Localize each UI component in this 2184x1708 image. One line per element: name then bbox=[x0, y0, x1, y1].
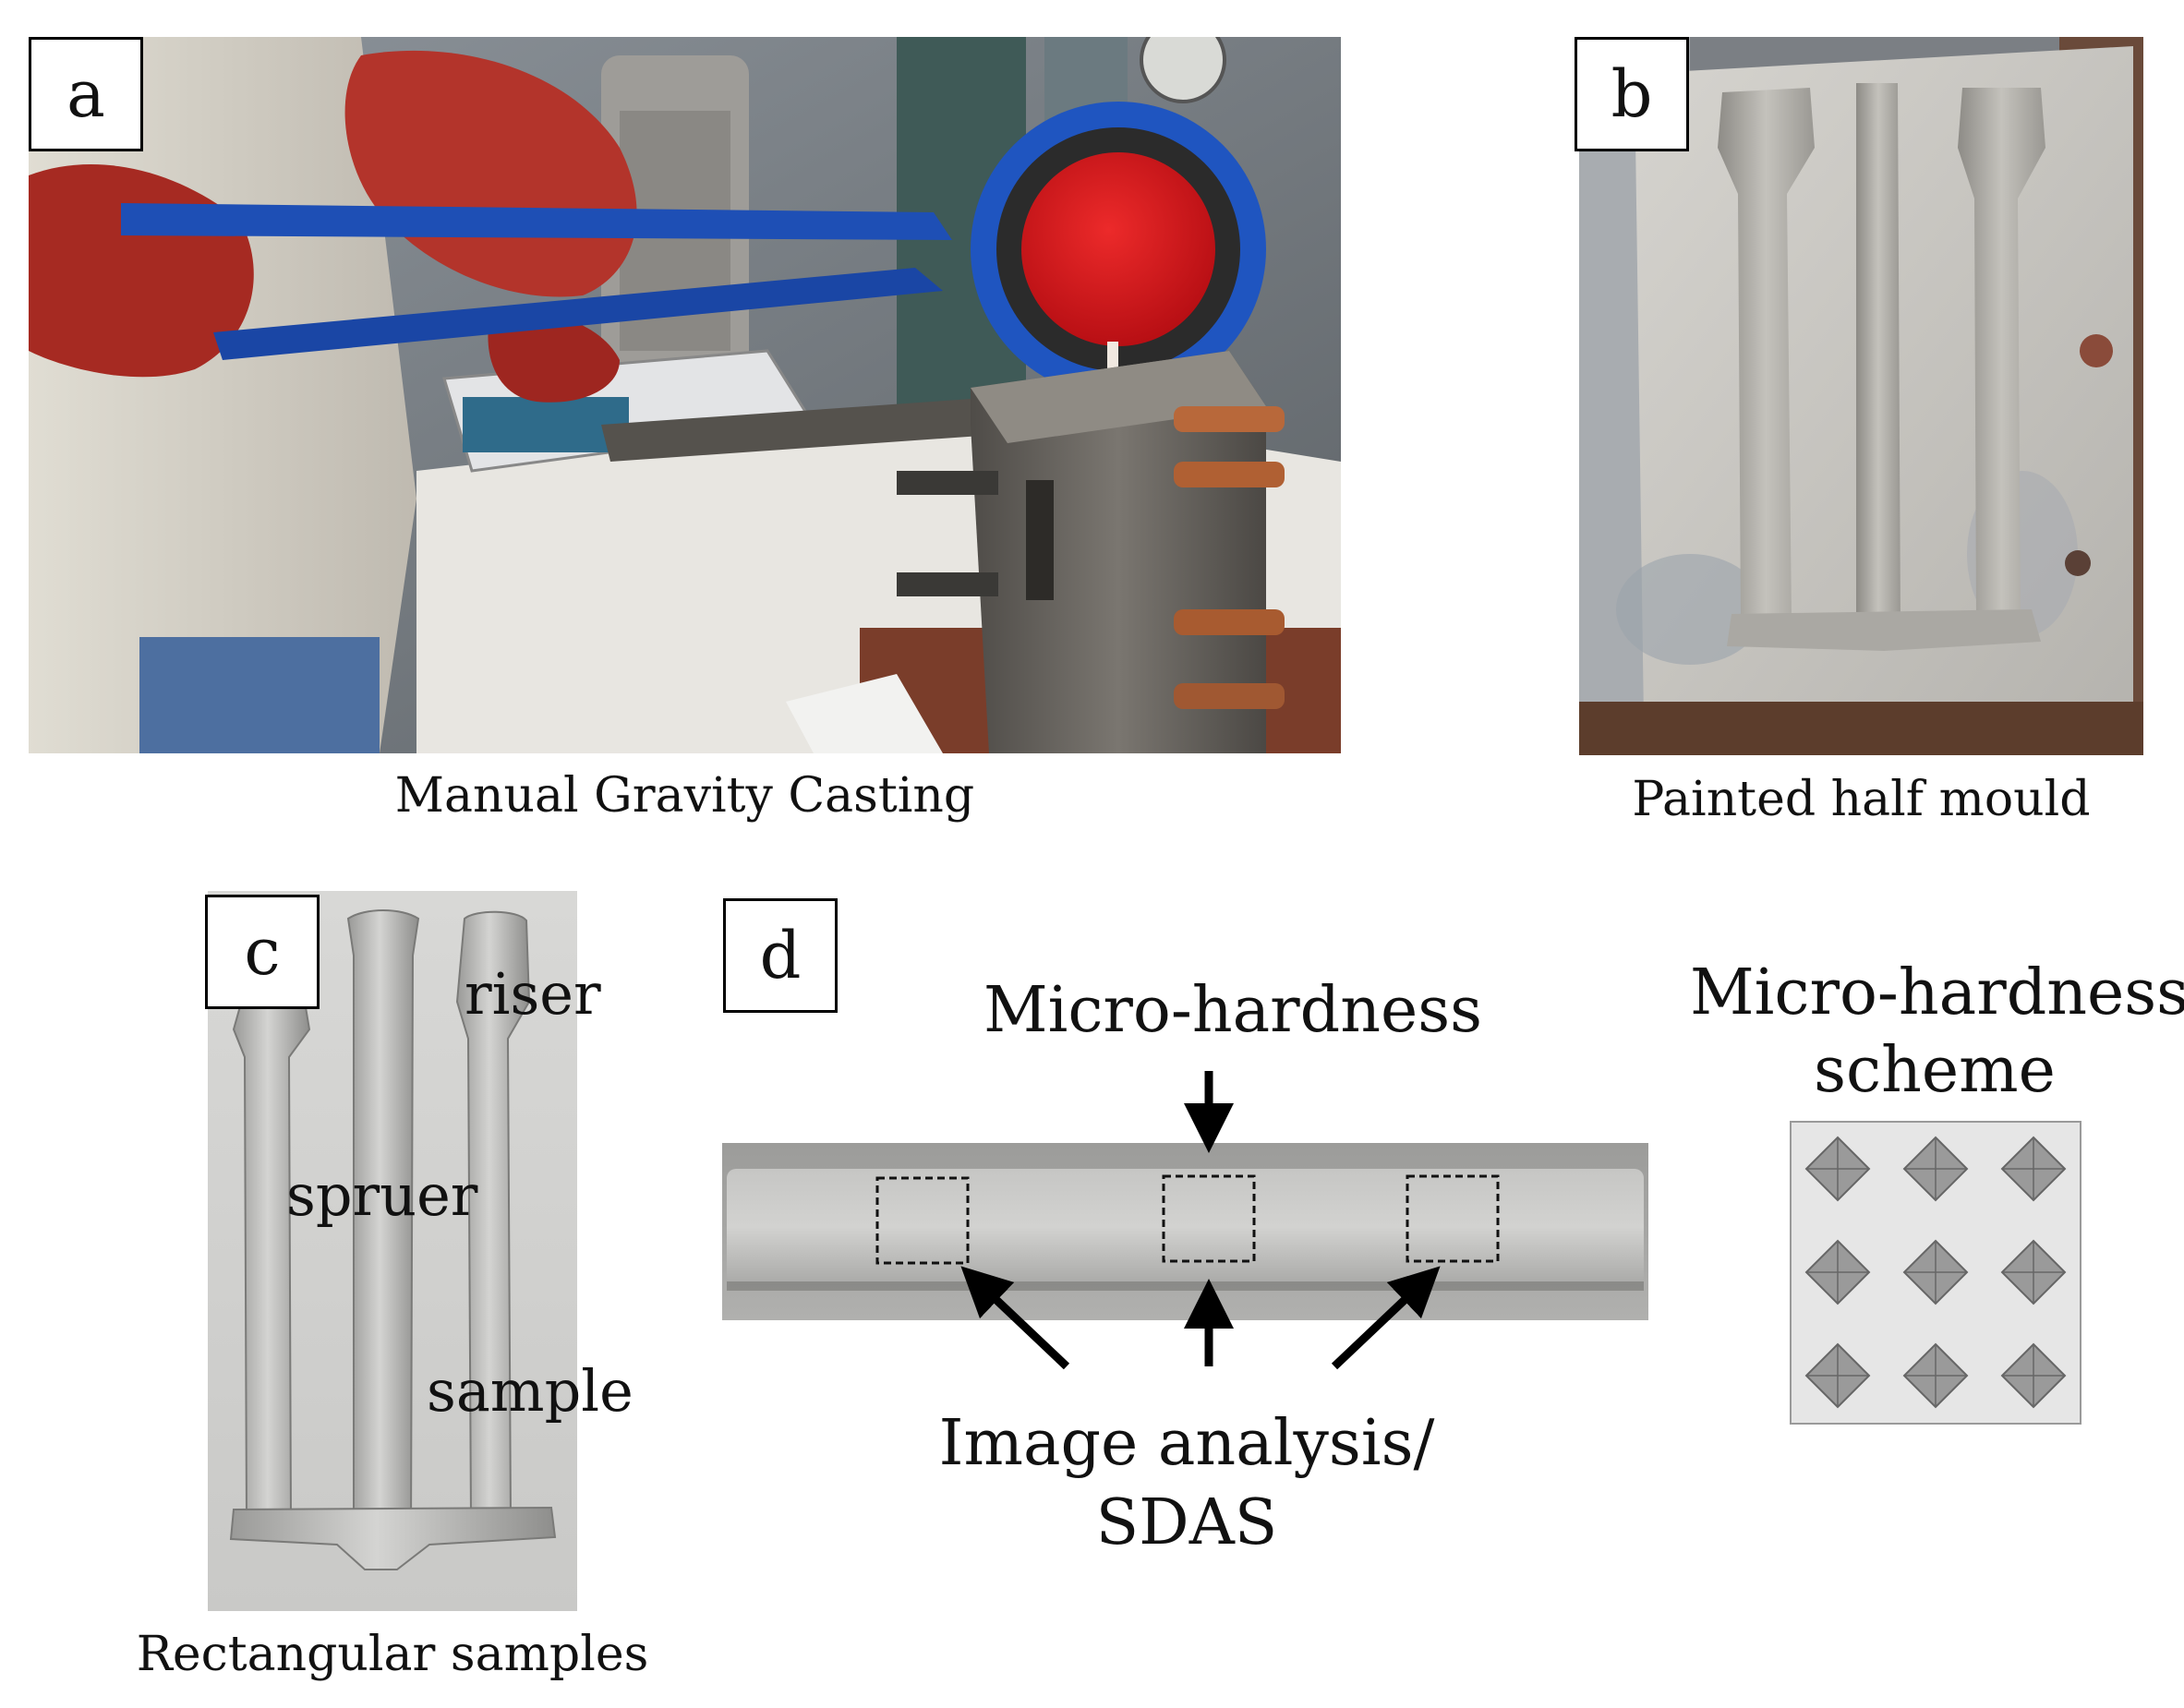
casting-photo-illustration bbox=[29, 37, 1341, 753]
panel-b-letter: b bbox=[1575, 37, 1689, 151]
image-analysis-label: Image analysis/ bbox=[938, 1407, 1435, 1480]
label-riser: riser bbox=[465, 960, 601, 1028]
roi-box-left bbox=[875, 1176, 970, 1265]
panel-a-photo bbox=[29, 37, 1341, 753]
panel-c-letter: c bbox=[205, 895, 320, 1009]
indent-mark bbox=[1902, 1342, 1969, 1409]
arrow-sdas-left bbox=[960, 1266, 1070, 1370]
arrow-sdas-right bbox=[1331, 1266, 1441, 1370]
indent-mark bbox=[1804, 1136, 1871, 1202]
panel-d-letter: d bbox=[723, 898, 838, 1013]
indent-grid-svg bbox=[1804, 1136, 2067, 1409]
scheme-title-line1: Micro-hardness bbox=[1690, 956, 2184, 1029]
panel-b-photo bbox=[1579, 37, 2143, 755]
panel-c-photo bbox=[208, 891, 577, 1611]
indent-mark bbox=[1804, 1342, 1871, 1409]
cast-samples-illustration bbox=[208, 891, 577, 1611]
half-mould-illustration bbox=[1579, 37, 2143, 755]
indent-mark bbox=[2000, 1342, 2067, 1409]
indent-mark bbox=[1902, 1239, 1969, 1305]
panel-a-caption: Manual Gravity Casting bbox=[394, 768, 975, 824]
indent-scheme bbox=[1790, 1121, 2081, 1425]
sdas-label: SDAS bbox=[1095, 1486, 1278, 1559]
micro-hardness-label: Micro-hardness bbox=[983, 974, 1483, 1047]
arrows-svg bbox=[960, 1071, 1441, 1370]
panel-c-caption: Rectangular samples bbox=[136, 1627, 649, 1682]
panel-a-letter: a bbox=[29, 37, 143, 151]
label-spruer: spruer bbox=[286, 1161, 478, 1229]
indent-mark bbox=[2000, 1136, 2067, 1202]
label-sample: sample bbox=[427, 1357, 633, 1425]
roi-box-center bbox=[1162, 1174, 1256, 1263]
indent-mark bbox=[2000, 1239, 2067, 1305]
indent-mark bbox=[1902, 1136, 1969, 1202]
indent-mark bbox=[1804, 1239, 1871, 1305]
roi-box-right bbox=[1406, 1174, 1500, 1263]
arrows-overlay bbox=[951, 1062, 1505, 1394]
scheme-title-line2: scheme bbox=[1814, 1034, 2056, 1107]
panel-b-caption: Painted half mould bbox=[1632, 772, 2091, 827]
